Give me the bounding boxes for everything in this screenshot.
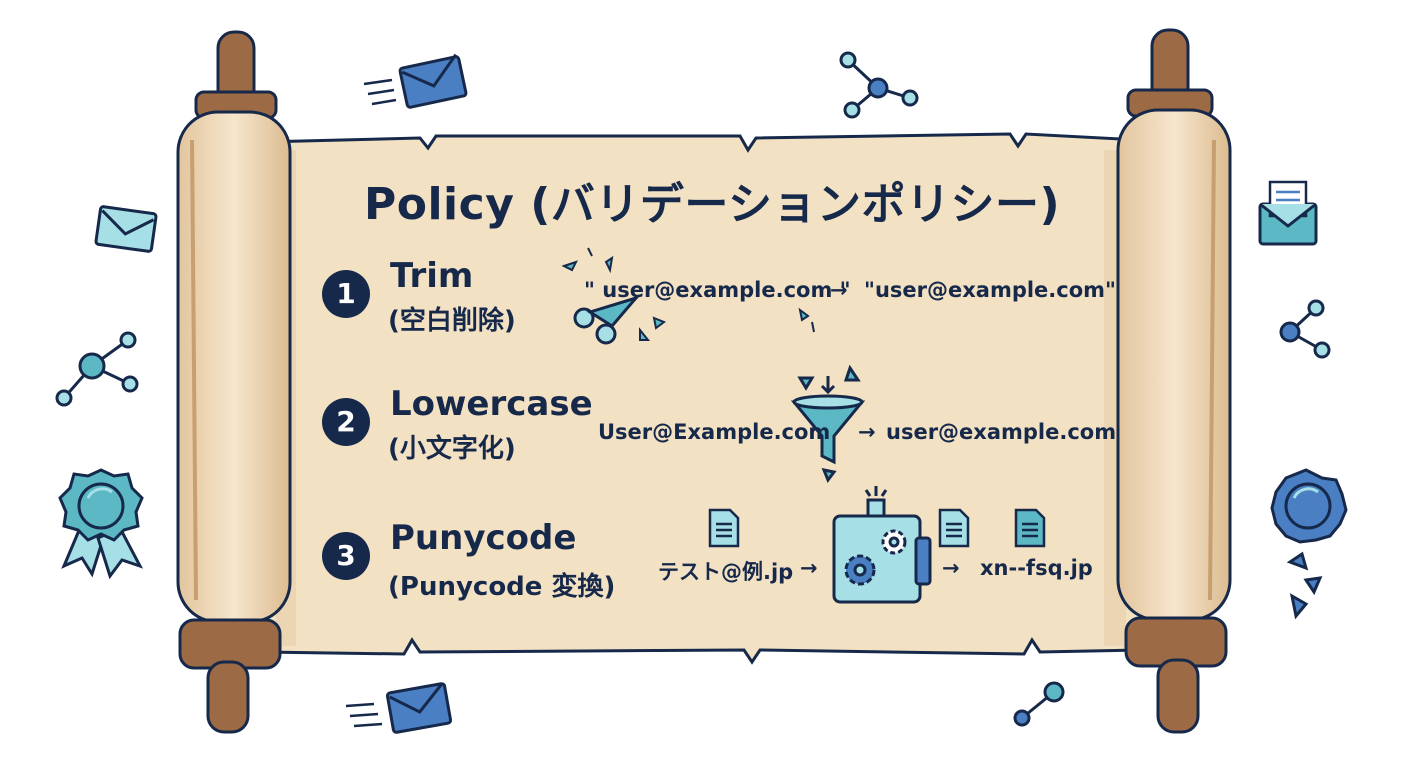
step-1-output: "user@example.com" [864, 278, 1116, 302]
step-2-arrow: → [858, 420, 876, 444]
step-3-arrow-in: → [800, 556, 818, 580]
right-scroll-roll [1116, 28, 1232, 734]
network-icon [1279, 299, 1331, 359]
step-2-input: User@Example.com [598, 420, 831, 444]
step-3-arrow-out: → [942, 556, 960, 580]
step-3-name: Punycode [390, 518, 577, 558]
document-icon [708, 508, 740, 548]
step-2-number: 2 [322, 398, 370, 446]
step-2-output: user@example.com [886, 420, 1117, 444]
document-icon [1014, 508, 1046, 548]
envelope-icon [94, 205, 158, 253]
step-1-input: " user@example.com " [584, 278, 851, 302]
scissors-icon [573, 295, 641, 345]
step-1-number: 1 [322, 270, 370, 318]
open-envelope-icon [1258, 180, 1318, 246]
converter-machine-icon [832, 486, 932, 604]
wax-seal-icon [1270, 468, 1348, 620]
step-3-number: 3 [322, 532, 370, 580]
diagram-title: Policy (バリデーションポリシー) [364, 179, 1061, 230]
envelope-icon [345, 682, 453, 734]
left-scroll-roll [176, 30, 292, 734]
cut-fragments [561, 247, 815, 341]
network-icon [1013, 681, 1065, 727]
envelope-icon [363, 53, 468, 109]
step-2-subtitle: (小文字化) [388, 434, 516, 464]
rosette-ribbon-icon [58, 468, 144, 580]
network-icon [55, 331, 139, 407]
network-icon [839, 51, 919, 119]
step-2-name: Lowercase [390, 384, 593, 424]
step-3-input: テスト@例.jp [658, 560, 794, 584]
step-1-subtitle: (空白削除) [388, 306, 516, 336]
document-icon [938, 508, 970, 548]
step-1-name: Trim [390, 256, 474, 296]
step-3-subtitle: (Punycode 変換) [388, 572, 616, 602]
step-3-output: xn--fsq.jp [980, 556, 1093, 580]
funnel-icon [790, 364, 866, 484]
step-1-arrow: → [830, 278, 848, 302]
